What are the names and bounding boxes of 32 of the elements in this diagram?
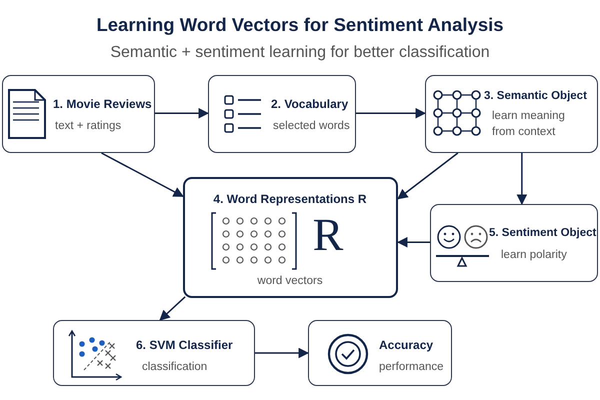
node-subtitle: classification: [142, 360, 208, 375]
node-subtitle: learn polarity: [501, 248, 568, 263]
node-title: Accuracy: [379, 337, 434, 353]
process-box: [208, 75, 356, 153]
arrow: [397, 152, 458, 200]
process-box: [308, 320, 452, 386]
arrow: [255, 348, 310, 358]
arrow: [396, 236, 430, 248]
matrix-symbol: R: [312, 208, 344, 262]
node-title: 5. Sentiment Object: [489, 226, 597, 241]
node-subtitle: performance: [379, 360, 445, 375]
node-title: 6. SVM Classifier: [136, 337, 234, 353]
node-title: 1. Movie Reviews: [53, 96, 153, 112]
process-box: [2, 75, 155, 153]
node-title: 4. Word Representations R: [212, 191, 368, 207]
node-title: 3. Semantic Object: [484, 89, 588, 104]
arrow: [155, 108, 210, 118]
process-box: [183, 177, 398, 298]
node-subtitle: word vectors: [256, 274, 324, 289]
arrow: [101, 152, 184, 198]
node-subtitle: text + ratings: [55, 119, 122, 134]
arrow: [356, 108, 426, 118]
arrow: [159, 296, 186, 321]
process-box: [425, 75, 598, 153]
node-subtitle: selected words: [273, 119, 351, 134]
process-box: [53, 320, 255, 386]
process-box: [430, 204, 598, 282]
node-subtitle: learn meaning from context: [492, 109, 566, 140]
subtitle: Semantic + sentiment learning for better classification: [109, 44, 491, 62]
node-title: 2. Vocabulary: [271, 96, 350, 112]
diagram-title: Learning Word Vectors for Sentiment Analysis: [95, 14, 505, 36]
arrow: [516, 153, 528, 206]
